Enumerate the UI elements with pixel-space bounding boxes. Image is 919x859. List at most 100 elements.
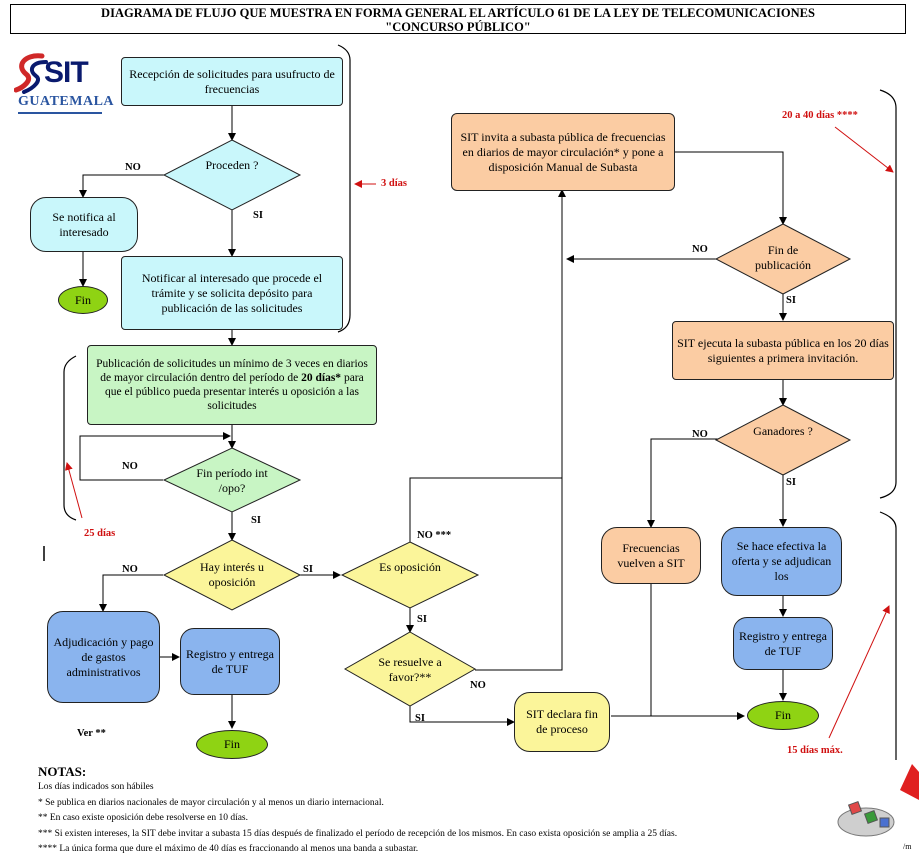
- decision-es-oposicion-label: Es oposición: [379, 560, 441, 574]
- connector: [409, 706, 515, 726]
- node-adjudicacion-text: Adjudicación y pago de gastos administra…: [53, 634, 154, 679]
- publicacion-text-a: Publicación de solicitudes un mínimo de …: [96, 358, 368, 384]
- decision-proceden: [162, 139, 302, 211]
- node-registro-1-text: Registro y entrega de TUF: [186, 646, 274, 676]
- node-sit-ejecuta: SIT ejecuta la subasta pública en los 20…: [672, 321, 894, 380]
- node-registro-2: Registro y entrega de TUF: [733, 617, 833, 670]
- decision-fin-publicacion: [714, 223, 852, 295]
- label-si-fin-publicacion: SI: [786, 295, 796, 306]
- node-sit-invita-text: SIT invita a subasta pública de frecuenc…: [460, 129, 666, 174]
- label-si-proceden: SI: [253, 210, 263, 221]
- node-sit-declara-text: SIT declara fin de proceso: [526, 707, 598, 736]
- decision-fin-publicacion-label: Fin de publicación: [755, 243, 811, 272]
- decision-hay-interes: [162, 539, 302, 611]
- page-title: DIAGRAMA DE FLUJO QUE MUESTRA EN FORMA G…: [10, 4, 906, 34]
- node-frecuencias: Frecuencias vuelven a SIT: [601, 527, 701, 584]
- decision-hay-interes-label: Hay interés u oposición: [200, 560, 264, 589]
- decision-se-resuelve-text: Se resuelve a favor?**: [365, 655, 455, 685]
- label-25-dias: 25 días: [84, 528, 116, 539]
- note-item: Los días indicados son hábiles: [38, 782, 154, 792]
- decision-se-resuelve-label: Se resuelve a favor?**: [378, 655, 442, 684]
- notes-section: NOTAS: Los días indicados son hábiles * …: [38, 764, 677, 858]
- notes-heading: NOTAS:: [38, 764, 87, 779]
- red-arrow-2040dias: [834, 126, 894, 173]
- label-no-hay-interes: NO: [122, 564, 138, 575]
- node-notifica-text: Se notifica al interesado: [52, 209, 116, 239]
- decision-ganadores-text: Ganadores ?: [743, 424, 823, 439]
- publicacion-text-b: 20 días*: [301, 372, 342, 384]
- label-si-fin-periodo: SI: [251, 515, 261, 526]
- node-sit-invita: SIT invita a subasta pública de frecuenc…: [451, 113, 675, 191]
- hand-illustration: [837, 764, 919, 837]
- publicacion-text-c: para que el público pueda presentar inte…: [105, 372, 364, 412]
- node-se-hace-text: Se hace efectiva la oferta y se adjudica…: [731, 539, 832, 583]
- label-15-dias: 15 días máx.: [787, 745, 843, 756]
- label-no-fin-periodo: NO: [122, 461, 138, 472]
- note-item: **** La única forma que dure el máximo d…: [38, 844, 419, 855]
- connector: [409, 477, 562, 542]
- node-registro-2-text: Registro y entrega de TUF: [739, 628, 827, 658]
- node-notificar-procede: Notificar al interesado que procede el t…: [121, 256, 343, 330]
- connector: [79, 174, 165, 198]
- fin-3: Fin: [747, 701, 819, 730]
- note-item: * Se publica en diarios nacionales de ma…: [38, 797, 384, 808]
- fin-3-text: Fin: [774, 708, 791, 722]
- decision-fin-periodo-label: Fin período int /opo?: [196, 466, 268, 495]
- node-recepcion: Recepción de solicitudes para usufructo …: [121, 57, 343, 106]
- decision-ganadores: [714, 404, 852, 476]
- decision-es-oposicion-text: Es oposición: [370, 560, 450, 575]
- logo-swirl-icon: [14, 53, 48, 94]
- node-frecuencias-text: Frecuencias vuelven a SIT: [617, 540, 685, 570]
- connector: [647, 438, 718, 528]
- bracket: [337, 44, 351, 333]
- label-si-se-resuelve: SI: [415, 713, 425, 724]
- red-arrow-15dias: [828, 605, 890, 739]
- node-publicacion-text: Publicación de solicitudes un mínimo de …: [92, 357, 372, 413]
- label-si-hay-interes: SI: [303, 564, 313, 575]
- connector: [675, 151, 787, 225]
- fin-1-text: Fin: [74, 292, 91, 307]
- connector: [79, 432, 231, 481]
- logo-brand: SIT: [44, 56, 89, 89]
- decision-proceden-label: Proceden ?: [205, 158, 259, 172]
- logo-underline: [18, 112, 102, 114]
- red-arrow-25dias: [64, 462, 83, 519]
- connector: [475, 189, 566, 671]
- node-notificar-procede-text: Notificar al interesado que procede el t…: [141, 270, 323, 315]
- fin-1: Fin: [58, 286, 108, 314]
- decision-proceden-text: Proceden ?: [192, 158, 272, 173]
- label-si-es-oposicion: SI: [417, 614, 427, 625]
- label-no-fin-publicacion: NO: [692, 244, 708, 255]
- label-no-es-oposicion: NO ***: [417, 530, 452, 541]
- note-item: ** En caso existe oposición debe resolve…: [38, 813, 248, 824]
- label-20-40-dias: 20 a 40 días ****: [782, 110, 858, 121]
- decision-hay-interes-text: Hay interés u oposición: [187, 560, 277, 590]
- node-registro-1: Registro y entrega de TUF: [180, 628, 280, 695]
- node-sit-ejecuta-text: SIT ejecuta la subasta pública en los 20…: [677, 335, 889, 365]
- decision-se-resuelve: [343, 631, 477, 707]
- sit-logo: SIT GUATEMALA: [14, 52, 114, 118]
- fin-2: Fin: [196, 730, 268, 759]
- node-notifica: Se notifica al interesado: [30, 197, 138, 252]
- title-line-2: "CONCURSO PÚBLICO": [385, 20, 531, 34]
- node-recepcion-text: Recepción de solicitudes para usufructo …: [129, 66, 335, 96]
- footer-mark: /m: [903, 842, 912, 851]
- decision-ganadores-label: Ganadores ?: [753, 424, 813, 438]
- bracket: [879, 89, 897, 499]
- node-publicacion: Publicación de solicitudes un mínimo de …: [87, 345, 377, 425]
- decision-fin-periodo-text: Fin período int /opo?: [192, 466, 272, 496]
- connector: [99, 574, 163, 612]
- title-line-1: DIAGRAMA DE FLUJO QUE MUESTRA EN FORMA G…: [101, 6, 815, 20]
- fin-2-text: Fin: [223, 737, 240, 751]
- label-no-se-resuelve: NO: [470, 680, 486, 691]
- label-si-ganadores: SI: [786, 477, 796, 488]
- decision-fin-publicacion-text: Fin de publicación: [743, 243, 823, 273]
- label-no-proceden: NO: [125, 162, 141, 173]
- bracket: [63, 355, 77, 521]
- note-item: *** Si existen intereses, la SIT debe in…: [38, 828, 678, 839]
- label-no-ganadores: NO: [692, 429, 708, 440]
- label-ver: Ver **: [77, 728, 106, 739]
- bracket: [879, 511, 897, 760]
- decision-es-oposicion: [340, 541, 480, 609]
